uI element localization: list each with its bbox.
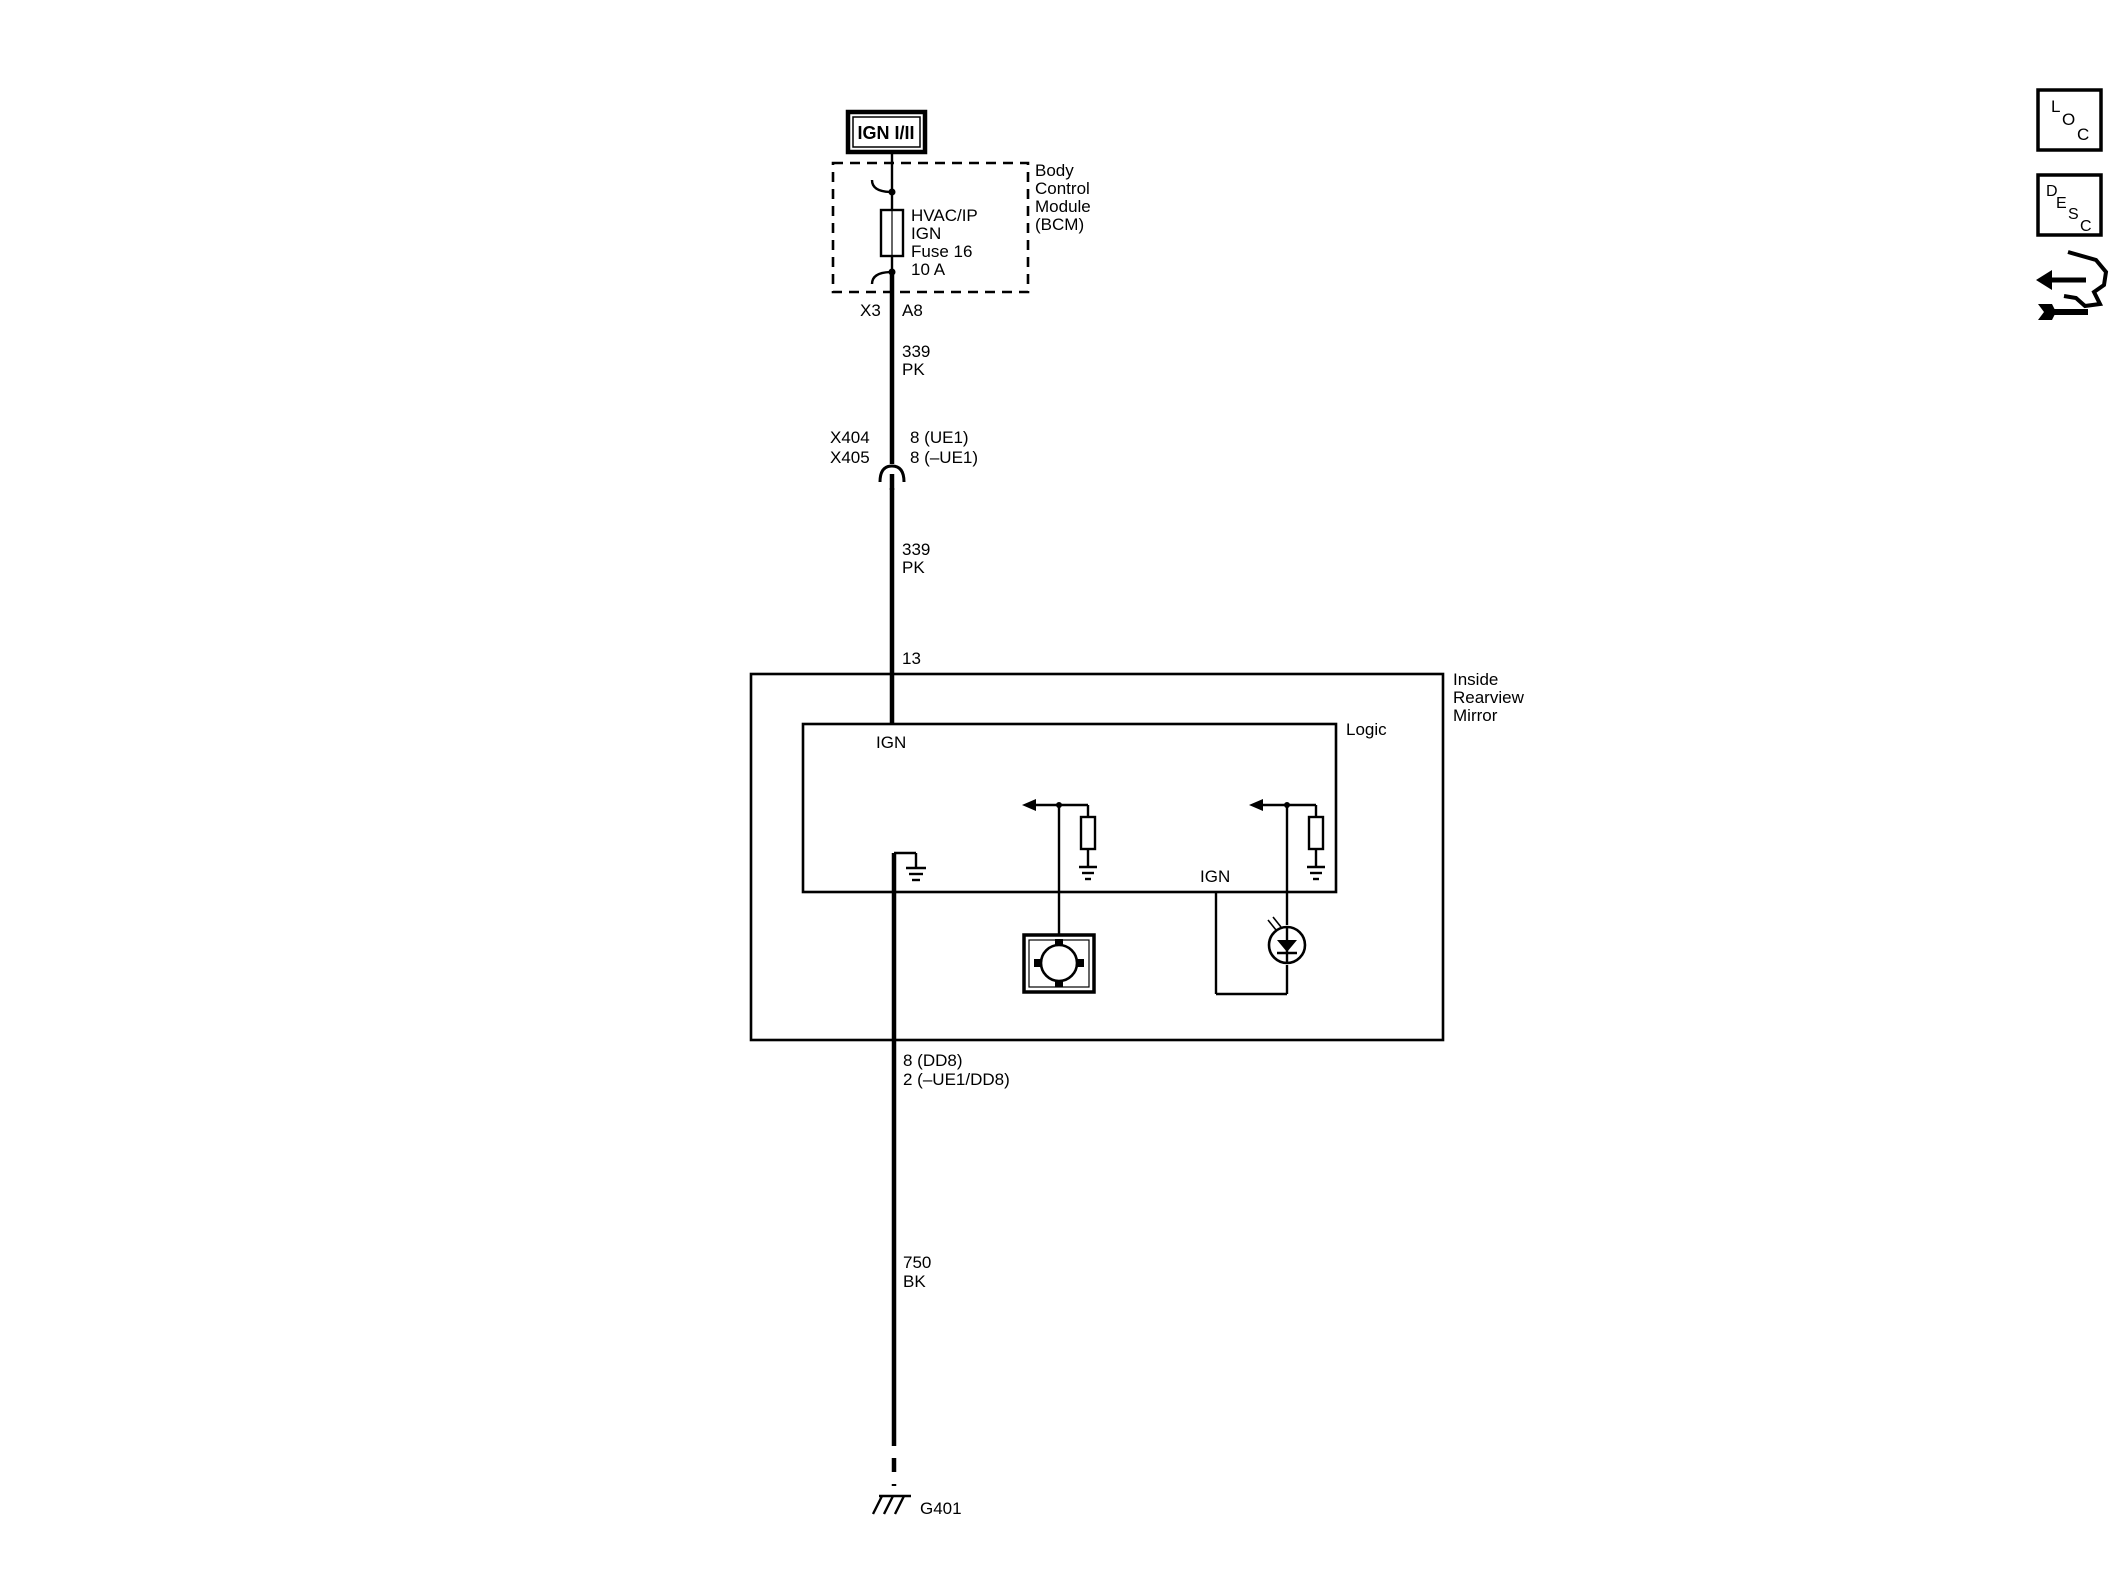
desc-letter-c: C <box>2080 218 2092 235</box>
desc-icon: D E S C <box>2046 183 2092 235</box>
loc-letter-l: L <box>2051 97 2060 116</box>
desc-letter-s: S <box>2068 206 2079 223</box>
connector-x404-label: X404 <box>830 428 870 447</box>
desc-button[interactable]: D E S C <box>2036 173 2103 237</box>
bcm-name-line-4: (BCM) <box>1035 215 1084 234</box>
wire-lower-color: BK <box>903 1272 926 1291</box>
wire-middle-circuit: 339 <box>902 540 930 559</box>
connector-repair-button[interactable] <box>2036 250 2109 320</box>
fuse-16[interactable]: HVAC/IP IGN Fuse 16 10 A <box>870 152 978 285</box>
bcm-name-line-1: Body <box>1035 161 1074 180</box>
switch-input-circuit <box>1022 799 1097 935</box>
connector-x405-label: X405 <box>830 448 870 467</box>
connector-pin-not-ue1: 8 (–UE1) <box>910 448 978 467</box>
bcm-connector-label: X3 <box>860 301 881 320</box>
logic-ground <box>894 851 926 882</box>
logic-block[interactable] <box>801 722 1338 894</box>
power-source-label: IGN I/II <box>857 123 914 143</box>
connector-repair-icon <box>2036 250 2109 320</box>
logic-label: Logic <box>1346 720 1387 739</box>
mirror-name-line-1: Inside <box>1453 670 1498 689</box>
power-source-tag[interactable]: IGN I/II <box>845 109 928 155</box>
inline-connector-x404-x405[interactable] <box>878 464 906 490</box>
ground-g401[interactable] <box>871 1432 911 1515</box>
logic-ign-label-2: IGN <box>1200 867 1230 886</box>
mirror-name-line-3: Mirror <box>1453 706 1498 725</box>
inside-rearview-mirror[interactable] <box>749 672 1445 1042</box>
fuse-label-line-4: 10 A <box>911 260 946 279</box>
fuse-label-line-1: HVAC/IP <box>911 206 978 225</box>
photo-sensor[interactable] <box>1214 892 1307 996</box>
mirror-pin-in: 13 <box>902 649 921 668</box>
mirror-pin-out-1: 8 (DD8) <box>903 1051 963 1070</box>
loc-letter-c: C <box>2077 125 2089 144</box>
bcm-pin-label: A8 <box>902 301 923 320</box>
wire-upper-circuit: 339 <box>902 342 930 361</box>
ground-name-label: G401 <box>920 1499 962 1518</box>
wire-lower-circuit: 750 <box>903 1253 931 1272</box>
desc-letter-e: E <box>2056 195 2067 212</box>
loc-button[interactable]: L O C <box>2036 88 2103 152</box>
desc-letter-d: D <box>2046 183 2058 200</box>
wire-middle-color: PK <box>902 558 925 577</box>
loc-letter-o: O <box>2062 110 2075 129</box>
auto-dim-switch[interactable] <box>1022 933 1096 994</box>
wire-upper-color: PK <box>902 360 925 379</box>
fuse-label-line-3: Fuse 16 <box>911 242 972 261</box>
bcm-module[interactable]: Body Control Module (BCM) <box>831 161 1091 294</box>
mirror-pin-out-2: 2 (–UE1/DD8) <box>903 1070 1010 1089</box>
connector-pin-ue1: 8 (UE1) <box>910 428 969 447</box>
bcm-name-line-3: Module <box>1035 197 1091 216</box>
bcm-name-line-2: Control <box>1035 179 1090 198</box>
loc-icon: L O C <box>2051 97 2089 144</box>
fuse-label-line-2: IGN <box>911 224 941 243</box>
logic-ign-label: IGN <box>876 733 906 752</box>
mirror-name-line-2: Rearview <box>1453 688 1525 707</box>
sensor-input-circuit <box>1249 799 1325 925</box>
